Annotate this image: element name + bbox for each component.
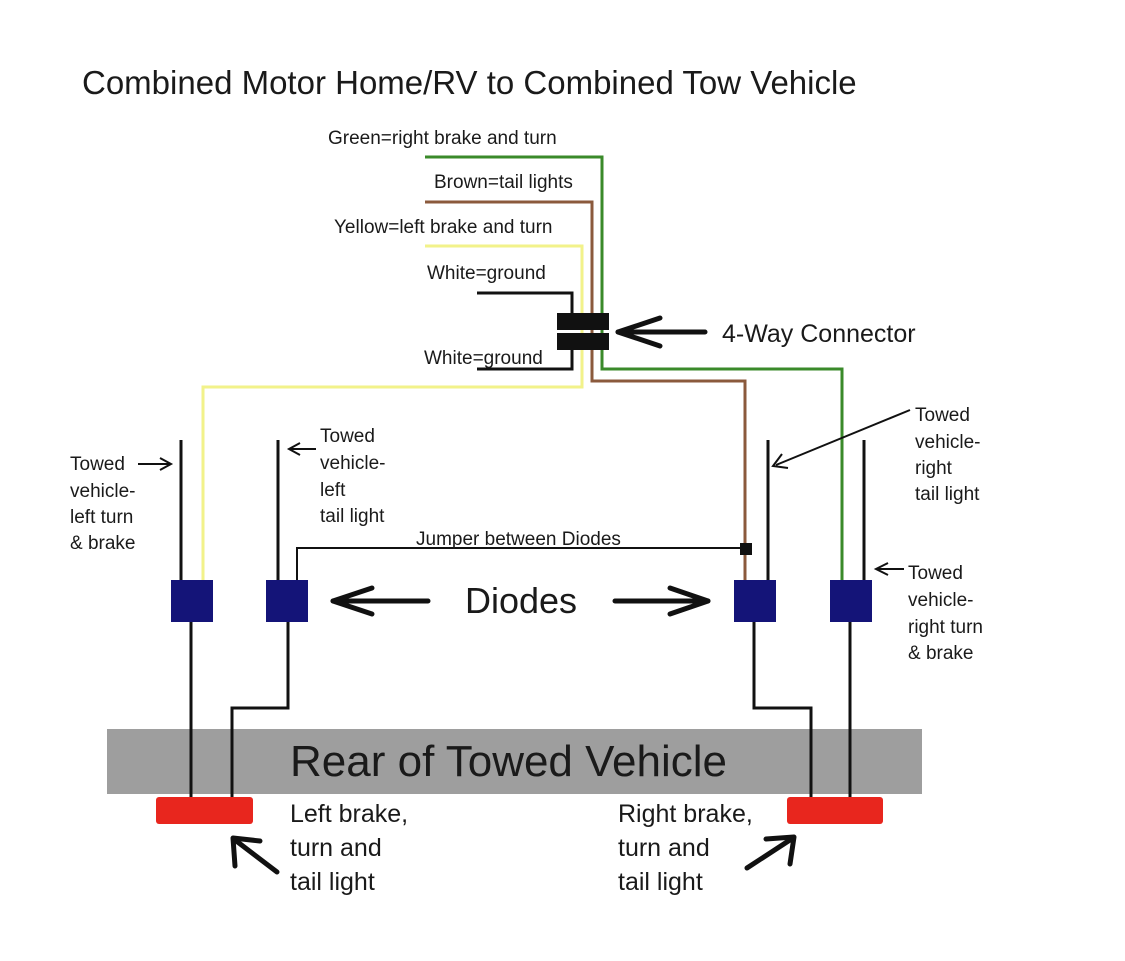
yellow-wire bbox=[201, 244, 584, 583]
jumper-junction bbox=[740, 543, 752, 555]
diodes-left-arrow-icon bbox=[330, 585, 431, 617]
left-turn-brake-label-3: left turn bbox=[70, 507, 133, 528]
green-wire bbox=[425, 155, 844, 583]
right-tail-arrow-icon bbox=[771, 409, 911, 469]
right-tail-light-label-1: Towed bbox=[915, 405, 970, 426]
right-tail-light-label-4: tail light bbox=[915, 484, 980, 505]
diode-left-tail bbox=[266, 580, 308, 622]
right-turn-brake-label-4: & brake bbox=[908, 643, 973, 664]
four-way-connector-label: 4-Way Connector bbox=[722, 320, 916, 348]
right-tail-light-label-3: right bbox=[915, 458, 953, 479]
rear-of-towed-vehicle-label: Rear of Towed Vehicle bbox=[290, 737, 727, 786]
four-way-connector-top bbox=[557, 313, 609, 330]
right-turn-brake-label-3: right turn bbox=[908, 617, 983, 638]
right-light-arrow-icon bbox=[744, 834, 797, 871]
white-ground-label-bottom: White=ground bbox=[424, 348, 543, 369]
yellow-wire-label: Yellow=left brake and turn bbox=[334, 217, 552, 238]
left-turn-brake-label-4: & brake bbox=[70, 533, 135, 554]
four-way-connector-bottom bbox=[557, 333, 609, 350]
right-light-label-1: Right brake, bbox=[618, 800, 753, 828]
left-turn-arrow-icon bbox=[138, 457, 174, 471]
connector-arrow-icon bbox=[615, 315, 708, 349]
diodes-right-arrow-icon bbox=[612, 585, 711, 617]
right-tail-light-label-2: vehicle- bbox=[915, 432, 980, 453]
left-tail-light-label-2: vehicle- bbox=[320, 453, 385, 474]
right-light-label-3: tail light bbox=[618, 868, 703, 896]
left-tail-light-label-4: tail light bbox=[320, 506, 385, 527]
brown-wire-label: Brown=tail lights bbox=[434, 172, 573, 193]
white-ground-wire-bottom bbox=[477, 344, 574, 371]
right-turn-arrow-icon bbox=[873, 562, 904, 576]
left-light-label-3: tail light bbox=[290, 868, 375, 896]
brown-wire bbox=[425, 200, 747, 583]
diode-right-tail bbox=[734, 580, 776, 622]
rear-bumper bbox=[107, 729, 922, 794]
white-ground-label-top: White=ground bbox=[427, 263, 546, 284]
right-turn-brake-label-2: vehicle- bbox=[908, 590, 973, 611]
left-turn-brake-label-1: Towed bbox=[70, 454, 125, 475]
right-tail-light bbox=[787, 797, 883, 824]
left-tail-arrow-icon bbox=[286, 442, 316, 456]
left-tail-light-wire bbox=[230, 622, 290, 800]
diode-right-turn bbox=[830, 580, 872, 622]
white-ground-wire-top bbox=[477, 291, 574, 318]
right-light-label-2: turn and bbox=[618, 834, 710, 862]
diode-left-turn bbox=[171, 580, 213, 622]
diodes-label: Diodes bbox=[465, 580, 577, 621]
green-wire-label: Green=right brake and turn bbox=[328, 128, 557, 149]
left-tail-light bbox=[156, 797, 253, 824]
right-turn-brake-label-1: Towed bbox=[908, 563, 963, 584]
jumper-wire bbox=[296, 547, 745, 583]
left-light-arrow-icon bbox=[230, 835, 280, 875]
jumper-label: Jumper between Diodes bbox=[416, 529, 621, 550]
left-tail-light-label-3: left bbox=[320, 480, 346, 501]
left-light-label-2: turn and bbox=[290, 834, 382, 862]
left-turn-brake-label-2: vehicle- bbox=[70, 481, 135, 502]
right-tail-light-wire bbox=[752, 622, 813, 800]
left-tail-light-label-1: Towed bbox=[320, 426, 375, 447]
left-light-label-1: Left brake, bbox=[290, 800, 408, 828]
diagram-title: Combined Motor Home/RV to Combined Tow V… bbox=[82, 64, 857, 101]
